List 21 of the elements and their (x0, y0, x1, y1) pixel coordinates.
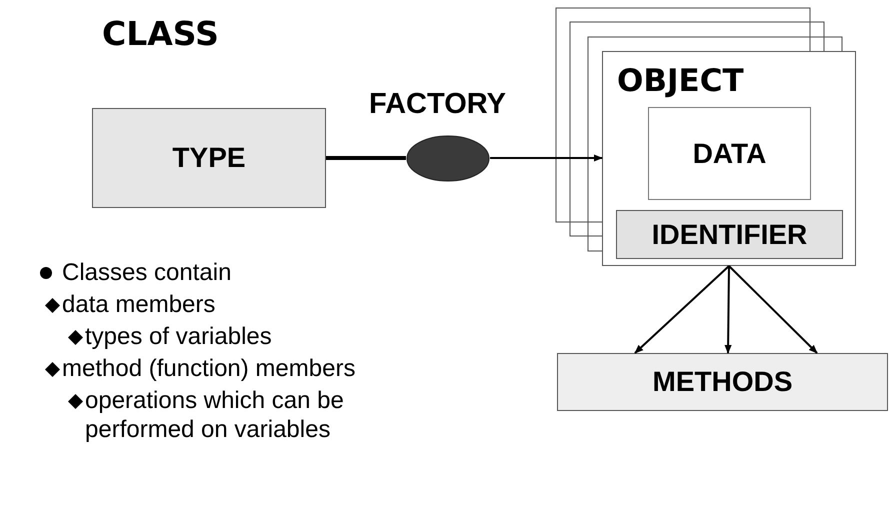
arrow (490, 154, 603, 162)
node-label: FACTORY (369, 88, 506, 120)
identifier-box (616, 210, 843, 259)
data-box (648, 107, 811, 200)
type-box (92, 108, 326, 208)
methods-box (557, 353, 888, 411)
node-label: TYPE (172, 142, 246, 174)
list-item: method (function) members (62, 354, 356, 383)
arrow (724, 266, 732, 354)
list-item: types of variables (85, 322, 272, 351)
object-box (602, 51, 856, 266)
list-item: operations which can be performed on variables (85, 386, 345, 444)
node-label: OBJECT (617, 62, 744, 100)
title: CLASS (102, 14, 219, 54)
list-item: data members (62, 290, 216, 319)
list-item: Classes contain (62, 258, 232, 287)
arrow (634, 265, 730, 354)
node-label: METHODS (652, 366, 792, 398)
arrow (728, 265, 818, 354)
node-label: IDENTIFIER (652, 218, 808, 250)
node-label: DATA (692, 138, 766, 170)
